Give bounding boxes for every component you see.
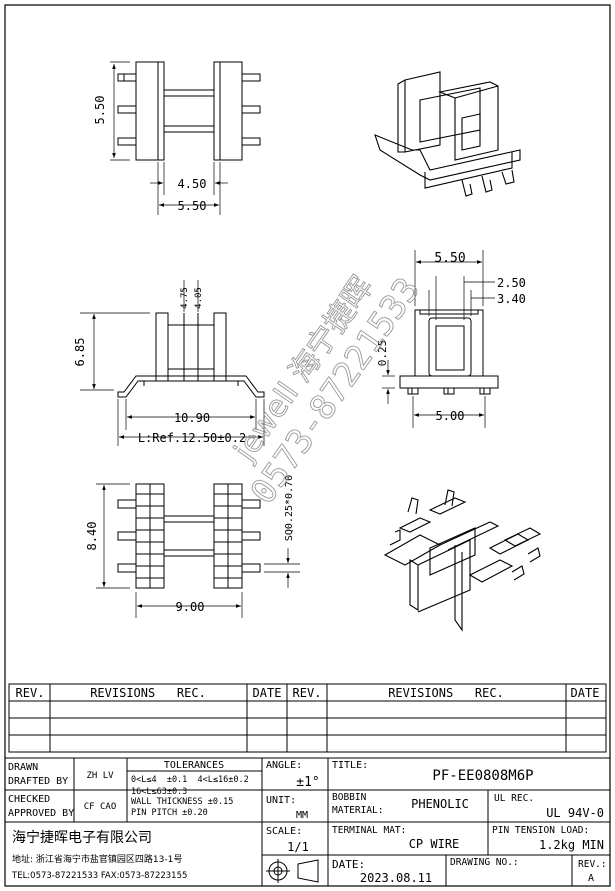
bobbin-material-label: MATERIAL:	[332, 805, 383, 816]
tension-value: 1.2kg MIN	[539, 838, 604, 852]
dim-front-a: 4.75	[180, 287, 190, 309]
rev-header-left: REV.	[16, 686, 45, 700]
dim-top-height: 5.50	[93, 96, 107, 125]
title-label: TITLE:	[332, 760, 368, 771]
dim-side-window-width: 2.50	[497, 276, 526, 290]
dim-top-outer-width: 5.50	[178, 199, 207, 213]
terminal-label: TERMINAL MAT:	[332, 825, 406, 836]
dim-side-height: 0.25	[376, 340, 389, 367]
revisions-table	[8, 683, 607, 753]
dim-side-top-width: 5.50	[434, 251, 465, 266]
unit-label: UNIT:	[266, 795, 296, 806]
angle-value: ±1°	[296, 775, 319, 790]
tolerances-label: TOLERANCES	[164, 760, 224, 771]
tolerance-line-4: PIN PITCH ±0.20	[131, 808, 208, 818]
revisions-header-left: REVISIONS REC.	[90, 686, 206, 700]
angle-label: ANGLE:	[266, 760, 302, 771]
title-value: PF-EE0808M6P	[432, 768, 533, 784]
rev-value: A	[588, 873, 594, 884]
title-block-grid	[4, 757, 611, 887]
drafted-by-value: ZH LV	[86, 771, 114, 781]
terminal-value: CP WIRE	[409, 837, 460, 851]
dim-top-inner-width: 4.50	[178, 177, 207, 191]
tension-label: PIN TENSION LOAD:	[492, 825, 589, 836]
side-view	[382, 250, 499, 428]
drawing-no-label: DRAWING NO.:	[450, 857, 519, 868]
tolerance-line-2: 16<L≤63±0.3	[131, 787, 187, 797]
dim-side-inner-width: 3.40	[497, 292, 526, 306]
date-value: 2023.08.11	[360, 871, 432, 885]
ul-value: UL 94V-0	[546, 806, 604, 820]
company-address: 地址: 浙江省海宁市盐官镇园区四路13-1号	[12, 853, 182, 865]
dim-bottom-width: 9.00	[176, 600, 205, 614]
rev-label: REV.:	[578, 859, 607, 870]
approved-by-value: CF CAO	[84, 802, 117, 812]
bottom-view	[96, 483, 300, 618]
tolerance-line-3: WALL THICKNESS ±0.15	[131, 797, 233, 807]
dim-front-pin-length: L:Ref.12.50±0.2	[138, 431, 246, 445]
iso-view-bottom	[383, 489, 542, 632]
rev-header-right: REV.	[293, 686, 322, 700]
date-header-right: DATE	[571, 686, 600, 700]
checked-label: CHECKED	[8, 794, 50, 805]
dim-front-b: 4.05	[194, 287, 204, 309]
iso-view-top	[374, 71, 521, 197]
ul-label: UL REC.	[494, 793, 534, 804]
date-header-left: DATE	[253, 686, 282, 700]
top-view	[110, 61, 261, 215]
company-name: 海宁捷晖电子有限公司	[12, 829, 152, 846]
dim-side-pin-span: 5.00	[436, 409, 465, 423]
tolerance-line-1: 0<L≤4 ±0.1 4<L≤16±0.2	[131, 775, 249, 785]
dim-front-base-width: 10.90	[174, 411, 210, 425]
dim-bottom-height: 8.40	[85, 522, 99, 551]
dim-front-height: 6.85	[73, 338, 87, 367]
unit-value: MM	[296, 810, 308, 821]
watermark: jewell 海宁捷晖 0573-87221533	[227, 270, 429, 512]
drafted-by-label: DRAFTED BY	[8, 776, 68, 787]
front-view	[80, 280, 265, 446]
bobbin-value: PHENOLIC	[411, 797, 469, 811]
scale-label: SCALE:	[266, 826, 302, 837]
approved-by-label: APPROVED BY	[8, 808, 74, 819]
revisions-header-right: REVISIONS REC.	[388, 686, 504, 700]
scale-value: 1/1	[287, 840, 309, 854]
bobbin-label: BOBBIN	[332, 792, 367, 803]
projection-symbol-icon	[266, 859, 319, 883]
company-contact: TEL:0573-87221533 FAX:0573-87223155	[11, 871, 187, 881]
drawn-label: DRAWN	[8, 762, 38, 773]
date-label: DATE:	[332, 858, 365, 871]
dim-pin-square: SQ0.25*0.70	[284, 475, 295, 541]
